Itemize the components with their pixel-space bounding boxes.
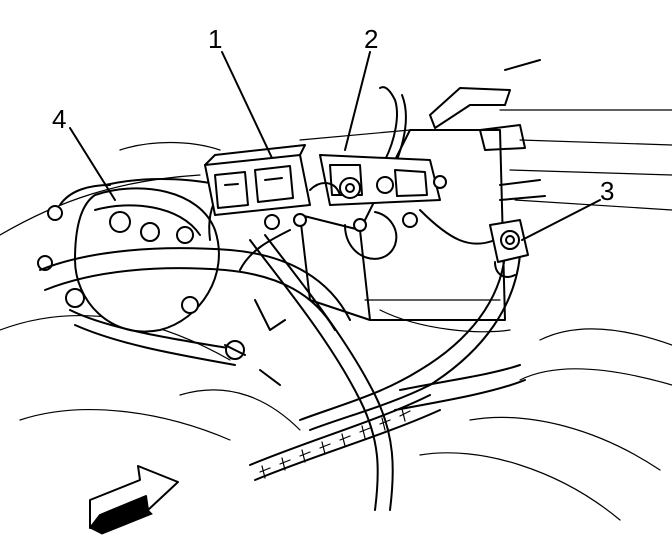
component-4-housing	[37, 184, 220, 333]
hoses-and-cables	[39, 86, 526, 511]
component-2-terminal-block	[309, 154, 447, 232]
direction-arrow-icon	[89, 465, 179, 535]
callouts: 1 2 3 4	[52, 24, 614, 206]
leader-lines	[69, 51, 601, 241]
leader-4	[69, 127, 116, 201]
callout-1: 1	[208, 24, 222, 54]
callout-3: 3	[600, 176, 614, 206]
callout-4: 4	[52, 104, 66, 134]
braided-harness	[249, 394, 441, 481]
component-1-bracket	[204, 144, 311, 230]
misc-clips	[224, 299, 286, 386]
callout-2: 2	[364, 24, 378, 54]
leader-2	[344, 51, 371, 151]
leader-1	[221, 51, 273, 159]
leader-3	[521, 199, 601, 241]
component-3-terminal-clamp	[489, 219, 529, 278]
background-contours	[0, 109, 672, 521]
